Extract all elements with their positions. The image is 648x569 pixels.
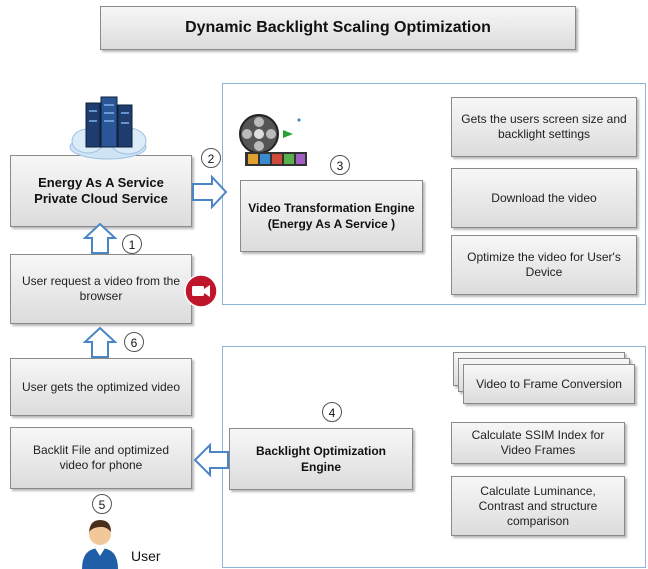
- backlight-step-ssim: Calculate SSIM Index for Video Frames: [451, 422, 625, 464]
- cloud-service-box: Energy As A Service Private Cloud Servic…: [10, 155, 192, 227]
- film-reel-icon: [239, 114, 307, 166]
- backlight-optimization-engine-box: Backlight Optimization Engine: [229, 428, 413, 490]
- backlight-step-luminance: Calculate Luminance, Contrast and struct…: [451, 476, 625, 536]
- video-transformation-engine-box: Video Transformation Engine (Energy As A…: [240, 180, 423, 252]
- backlight-optimization-engine-label: Backlight Optimization Engine: [255, 444, 386, 474]
- backlit-file-label: Backlit File and optimized video for pho…: [32, 443, 170, 472]
- video-camera-icon: [184, 274, 218, 308]
- step-number-6: 6: [124, 332, 144, 352]
- user-request-box: User request a video from the browser: [10, 254, 192, 324]
- step-number-2: 2: [201, 148, 221, 168]
- step-number-4: 4: [322, 402, 342, 422]
- video-step-download: Download the video: [451, 168, 637, 228]
- video-step-optimize: Optimize the video for User's Device: [451, 235, 637, 295]
- arrow-up-1: [82, 222, 118, 254]
- user-request-label: User request a video from the browser: [21, 274, 181, 303]
- video-step-screen-size: Gets the users screen size and backlight…: [451, 97, 637, 157]
- step-number-5: 5: [92, 494, 112, 514]
- arrow-right-2: [192, 174, 228, 210]
- cloud-server-icon: [69, 96, 147, 160]
- diagram-title-box: Dynamic Backlight Scaling Optimization: [100, 6, 576, 50]
- backlight-step-frame-conversion: Video to Frame Conversion: [463, 364, 635, 404]
- step-number-1: 1: [122, 234, 142, 254]
- user-icon: [82, 520, 118, 569]
- backlit-file-box: Backlit File and optimized video for pho…: [10, 427, 192, 489]
- user-label: User: [131, 548, 161, 564]
- cloud-service-label: Energy As A Service Private Cloud Servic…: [34, 175, 168, 206]
- arrow-up-6: [82, 326, 118, 358]
- video-transformation-engine-label: Video Transformation Engine (Energy As A…: [248, 201, 415, 231]
- user-gets-video-label: User gets the optimized video: [21, 379, 181, 394]
- user-gets-video-box: User gets the optimized video: [10, 358, 192, 416]
- arrow-left-backlight: [193, 442, 229, 478]
- step-number-3: 3: [330, 155, 350, 175]
- diagram-title: Dynamic Backlight Scaling Optimization: [185, 19, 491, 36]
